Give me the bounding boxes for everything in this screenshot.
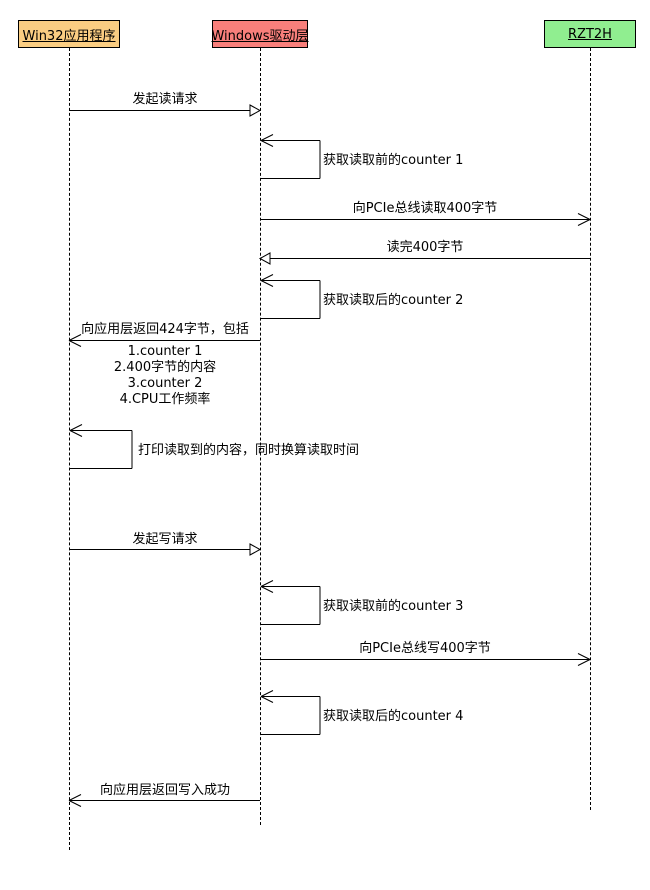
lifeline-windows-driver: [260, 48, 261, 825]
self-loop-counter3: [260, 580, 321, 625]
message-label-counter3: 获取读取前的counter 3: [323, 599, 464, 614]
actor-label-rzt2h: RZT2H: [568, 26, 612, 42]
actor-label-win32-app: Win32应用程序: [22, 28, 116, 44]
lifeline-rzt2h: [590, 48, 591, 810]
message-arrow-pcie-write: [260, 653, 591, 666]
message-label-write-success: 向应用层返回写入成功: [99, 783, 230, 798]
message-label-return-424-bytes: 向应用层返回424字节，包括: [81, 322, 249, 337]
detail-line-counter1: 1.counter 1: [127, 344, 203, 359]
message-label-counter1: 获取读取前的counter 1: [323, 153, 464, 168]
message-arrow-write-request: [69, 543, 262, 556]
message-label-print-content: 打印读取到的内容，同时换算读取时间: [138, 443, 360, 458]
message-arrow-return-424-bytes: [68, 334, 260, 347]
actor-box-windows-driver: Windows驱动层: [211, 20, 309, 48]
message-arrow-pcie-read: [260, 213, 591, 226]
actor-box-rzt2h: RZT2H: [544, 20, 636, 48]
lifeline-win32-app: [69, 48, 70, 850]
message-label-counter2: 获取读取后的counter 2: [323, 293, 464, 308]
message-label-read-done: 读完400字节: [386, 240, 464, 255]
self-loop-counter4: [260, 690, 321, 735]
detail-line-400bytes: 2.400字节的内容: [113, 360, 217, 375]
actor-label-windows-driver: Windows驱动层: [211, 28, 309, 44]
detail-line-cpu-freq: 4.CPU工作频率: [119, 392, 211, 407]
self-loop-counter2: [260, 274, 321, 319]
detail-line-counter2: 3.counter 2: [127, 376, 203, 391]
message-label-counter4: 获取读取后的counter 4: [323, 709, 464, 724]
message-label-write-request: 发起写请求: [132, 532, 198, 547]
message-label-pcie-read: 向PCIe总线读取400字节: [352, 201, 498, 216]
self-loop-counter1: [260, 134, 321, 179]
message-label-read-request: 发起读请求: [132, 92, 198, 107]
message-arrow-read-request: [69, 104, 262, 117]
self-loop-print-content: [69, 424, 133, 469]
message-label-pcie-write: 向PCIe总线写400字节: [359, 641, 491, 656]
message-detail-return-424-bytes: 1.counter 1 2.400字节的内容 3.counter 2 4.CPU…: [69, 344, 261, 408]
message-arrow-write-success: [68, 794, 260, 807]
actor-box-win32-app: Win32应用程序: [18, 20, 120, 48]
message-arrow-read-done: [258, 252, 590, 265]
